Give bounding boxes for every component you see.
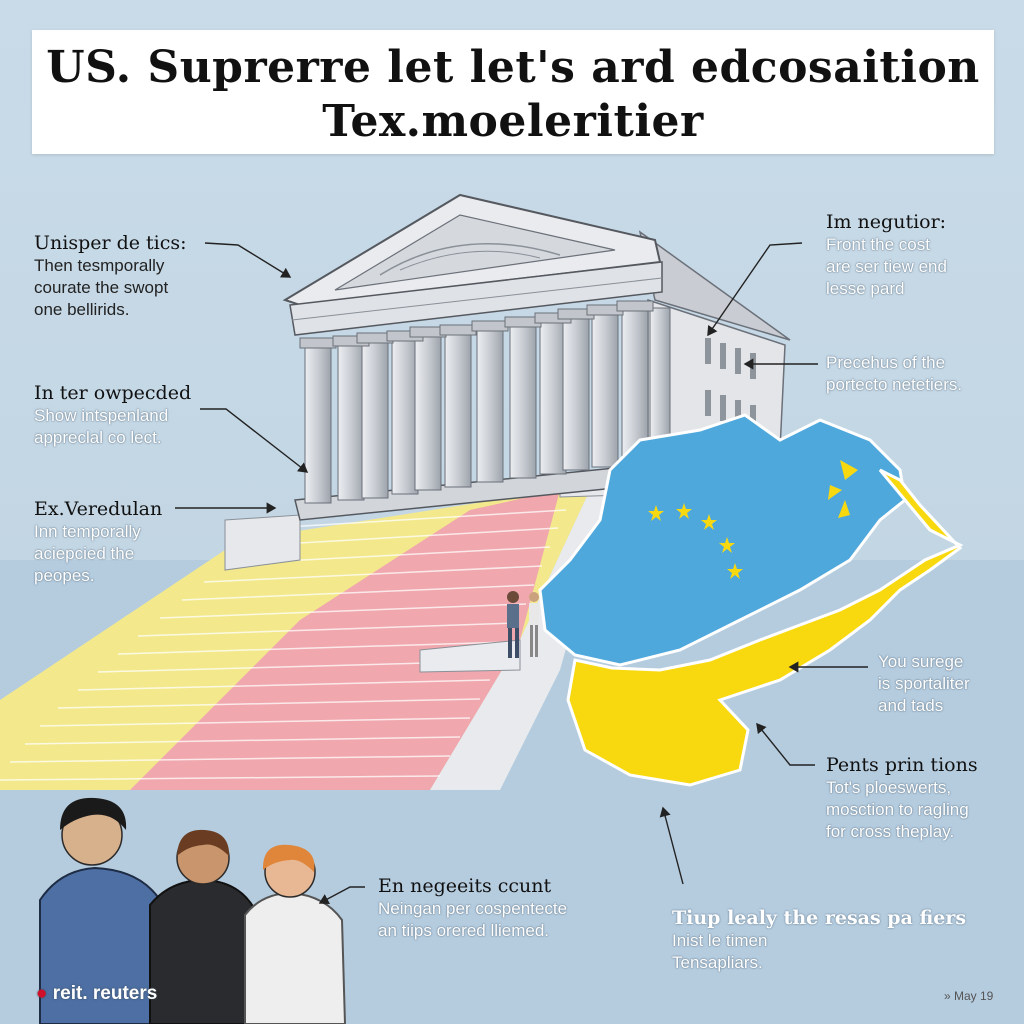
annotation-text: for cross theplay.	[826, 822, 955, 841]
annotation-text: peopes.	[34, 566, 95, 585]
annotation-text: Front the cost	[826, 235, 930, 254]
figures-on-stairs	[507, 591, 539, 658]
annotation-heading: Ex.Veredulan	[34, 498, 163, 520]
annotation-mid-right: You surege is sportaliter and tads	[878, 651, 1018, 717]
date-label: » May 19	[944, 989, 994, 1003]
title-line-1: US. Suprerre let let's ard edcosaition	[46, 42, 980, 93]
annotation-text: Precehus of the	[826, 353, 946, 372]
source-credit: ● reit. reuters	[36, 983, 157, 1005]
annotation-text: courate the swopt	[34, 278, 169, 297]
source-text: reit. reuters	[52, 983, 158, 1004]
annotation-bottom-right: Tiup lealy the resas pa fiers Inist le t…	[672, 906, 972, 974]
annotation-heading: Unisper de tics:	[34, 232, 187, 254]
annotation-heading: Im negutior:	[826, 211, 947, 233]
annotation-top-right: Im negutior: Front the cost are ser tiew…	[826, 210, 1016, 300]
annotation-text: mosction to ragling	[826, 800, 969, 819]
annotation-text: Inist le timen	[672, 931, 768, 950]
annotation-text: Neingan per cospentecte	[378, 899, 568, 918]
annotation-bottom-center: En negeeits ccunt Neingan per cospentect…	[378, 874, 618, 942]
annotation-text: and tads	[878, 696, 944, 715]
title-banner: US. Suprerre let let's ard edcosaition T…	[32, 30, 994, 154]
annotation-text: an tiips orered lliemed.	[378, 921, 550, 940]
map-yellow-region	[566, 468, 964, 787]
title-line-2: Tex.moeleritier	[322, 96, 704, 147]
people-illustration	[39, 797, 347, 1024]
annotation-heading: Tiup lealy the resas pa fiers	[672, 907, 967, 929]
annotation-text: lesse pard	[826, 279, 905, 298]
annotation-text: is sportaliter	[878, 674, 970, 693]
annotation-text: one bellirids.	[34, 300, 130, 319]
annotation-upper-right: Precehus of the portecto netetiers.	[826, 352, 1016, 396]
map-islands	[828, 460, 858, 518]
annotation-text: Tensapliars.	[672, 953, 763, 972]
annotation-heading: En negeeits ccunt	[378, 875, 552, 897]
annotation-text: portecto netetiers.	[826, 375, 963, 394]
annotation-top-left: Unisper de tics: Then tesmporally courat…	[34, 231, 254, 321]
annotation-text: aciepcied the	[34, 544, 135, 563]
stairs-pink	[130, 490, 560, 790]
map-blue-region	[538, 413, 907, 667]
annotation-text: Inn temporally	[34, 522, 141, 541]
star-icon	[648, 503, 743, 579]
annotation-text: appreclal co lect.	[34, 428, 162, 447]
annotation-text: Tot's ploeswerts,	[826, 778, 952, 797]
annotation-heading: Pents prin tions	[826, 754, 978, 776]
annotation-heading: In ter owpecded	[34, 382, 192, 404]
courthouse-illustration	[282, 193, 791, 521]
map-illustration	[538, 413, 964, 787]
annotation-text: Then tesmporally	[34, 256, 165, 275]
annotation-lower-left: Ex.Veredulan Inn temporally aciepcied th…	[34, 497, 254, 587]
annotation-lower-right: Pents prin tions Tot's ploeswerts, mosct…	[826, 753, 1021, 843]
annotation-text: Show intspenland	[34, 406, 169, 425]
annotation-arrows	[175, 242, 868, 904]
annotation-text: You surege	[878, 652, 964, 671]
staircase	[0, 475, 626, 790]
source-dot-icon: ●	[36, 983, 48, 1004]
annotation-mid-left: In ter owpecded Show intspenland apprecl…	[34, 381, 254, 449]
annotation-text: are ser tiew end	[826, 257, 947, 276]
